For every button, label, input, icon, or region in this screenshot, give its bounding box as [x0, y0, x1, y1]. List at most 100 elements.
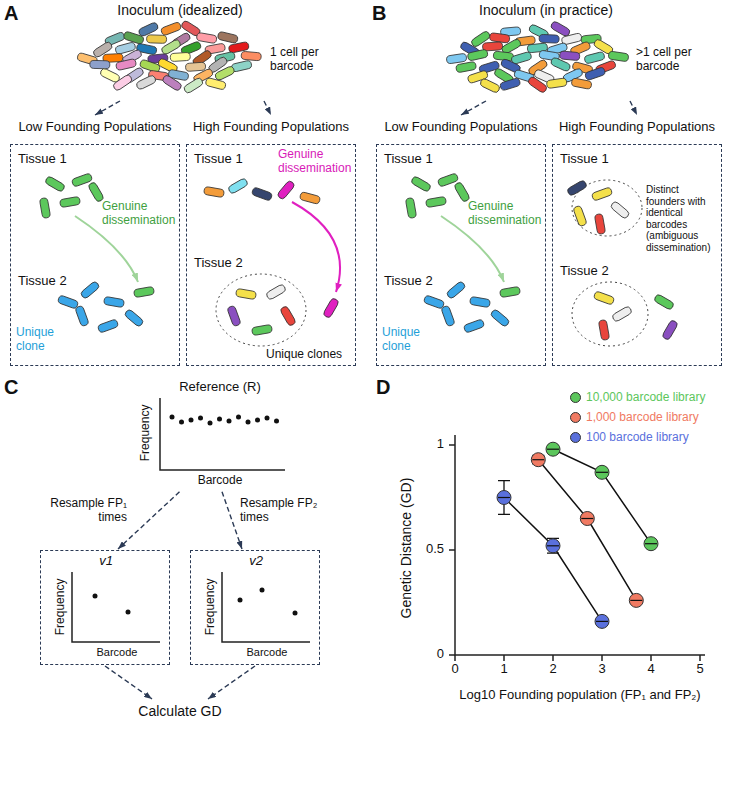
- node-text: Frequency: [204, 567, 218, 647]
- chart: [449, 435, 705, 661]
- node-text: Genuine dissemination: [278, 148, 352, 176]
- node-text: >1 cell per barcode: [636, 46, 726, 74]
- dashed-arrow: [461, 101, 486, 115]
- bacterium: [527, 76, 548, 94]
- node-title: Calculate GD: [110, 703, 250, 719]
- bacterium: [214, 65, 235, 81]
- tissue-panel: High Founding PopulationsTissue 1Distinc…: [552, 116, 722, 366]
- node-text: Barcode: [160, 474, 280, 488]
- node-title: v2: [191, 554, 321, 569]
- panel-letter: B: [372, 2, 386, 25]
- tick: [449, 654, 455, 656]
- bacterium: [573, 205, 587, 227]
- node-text: Tissue 2: [18, 274, 67, 289]
- tick-label: 0.5: [400, 542, 444, 557]
- axis-title: Genetic Distance (GD): [398, 438, 414, 658]
- barcode-dot: [93, 594, 98, 599]
- bacterium: [467, 49, 488, 61]
- mean-mark: [532, 459, 544, 460]
- edge-label: Resample FP₂ times: [238, 496, 337, 526]
- node-text: Unique clone: [16, 326, 68, 354]
- series-line: [538, 460, 636, 601]
- bacterium: [546, 78, 567, 89]
- tick: [650, 655, 652, 661]
- node-text: Tissue 1: [194, 152, 243, 167]
- dashed-arrow: [95, 101, 120, 115]
- barcode-dot: [246, 420, 251, 425]
- bacterium: [662, 319, 679, 340]
- bacterium: [454, 181, 471, 202]
- barcode-dot: [227, 419, 232, 424]
- data-point: [595, 614, 609, 628]
- bacterium: [103, 296, 124, 307]
- bacterium: [489, 33, 510, 44]
- bacterium: [610, 201, 630, 220]
- bacterium: [594, 213, 605, 234]
- legend-swatch: [570, 392, 581, 403]
- data-point: [580, 512, 594, 526]
- data-point: [546, 539, 560, 553]
- plot-axes: [72, 572, 160, 642]
- sample-plot: v1FrequencyBarcode: [40, 550, 170, 665]
- node-text: Tissue 1: [560, 152, 609, 167]
- barcode-dot: [198, 416, 203, 421]
- node-text: Barcode: [223, 646, 311, 659]
- dashed-arrow: [105, 666, 152, 699]
- bacterium: [593, 291, 615, 305]
- bacterium: [205, 77, 226, 90]
- tissue-panel: Low Founding PopulationsTissue 1Genuine …: [10, 116, 180, 366]
- bacterium: [44, 176, 65, 193]
- bacterium: [97, 319, 119, 333]
- bacterium: [653, 294, 674, 311]
- error-bar: [547, 538, 559, 553]
- bacterium: [499, 78, 520, 91]
- bacterium: [203, 186, 224, 197]
- bacterium: [566, 180, 587, 197]
- bacterium: [115, 58, 136, 70]
- bacterium: [598, 319, 609, 340]
- series-line: [504, 498, 602, 622]
- bacterium: [196, 32, 217, 43]
- bacterium: [161, 74, 182, 92]
- node-text: Frequency: [54, 567, 68, 647]
- tick: [449, 549, 455, 551]
- bacterium: [299, 192, 320, 205]
- tick-label: 3: [587, 662, 617, 677]
- bacterium: [463, 319, 485, 333]
- dashed-arrow: [630, 101, 637, 115]
- mean-mark: [596, 472, 608, 473]
- tick-label: 1: [400, 437, 444, 452]
- mean-mark: [645, 543, 657, 544]
- bacterium: [133, 286, 154, 297]
- mean-mark: [498, 497, 510, 498]
- barcode-dot: [238, 598, 243, 603]
- barcode-dot: [236, 415, 241, 420]
- series-line: [553, 449, 651, 544]
- node-title: High Founding Populations: [186, 120, 356, 135]
- tick: [601, 655, 603, 661]
- node-title: High Founding Populations: [552, 120, 722, 135]
- bacterium: [550, 57, 572, 73]
- bacterium: [608, 51, 629, 62]
- node-text: Frequency: [139, 393, 153, 473]
- bacterium: [280, 305, 297, 326]
- bacterium: [405, 197, 416, 218]
- plot-axes: [222, 572, 310, 642]
- bacterium: [323, 297, 340, 318]
- bacterium: [446, 53, 467, 64]
- bacterium: [90, 60, 110, 69]
- bacterium: [39, 197, 50, 218]
- bacterium: [170, 52, 190, 61]
- inoculum-group: Inoculum (idealized)1 cell per barcode: [40, 0, 360, 100]
- node-text: Tissue 2: [194, 256, 243, 271]
- barcode-dot: [179, 420, 184, 425]
- legend-entry: 10,000 barcode library: [570, 390, 705, 404]
- bacterium: [584, 67, 606, 81]
- tick: [503, 655, 505, 661]
- bacterium: [88, 181, 105, 202]
- node-text: Unique clones: [266, 348, 354, 362]
- barcode-dot: [293, 611, 298, 616]
- barcode-dot: [170, 415, 175, 420]
- barcode-dot: [260, 588, 265, 593]
